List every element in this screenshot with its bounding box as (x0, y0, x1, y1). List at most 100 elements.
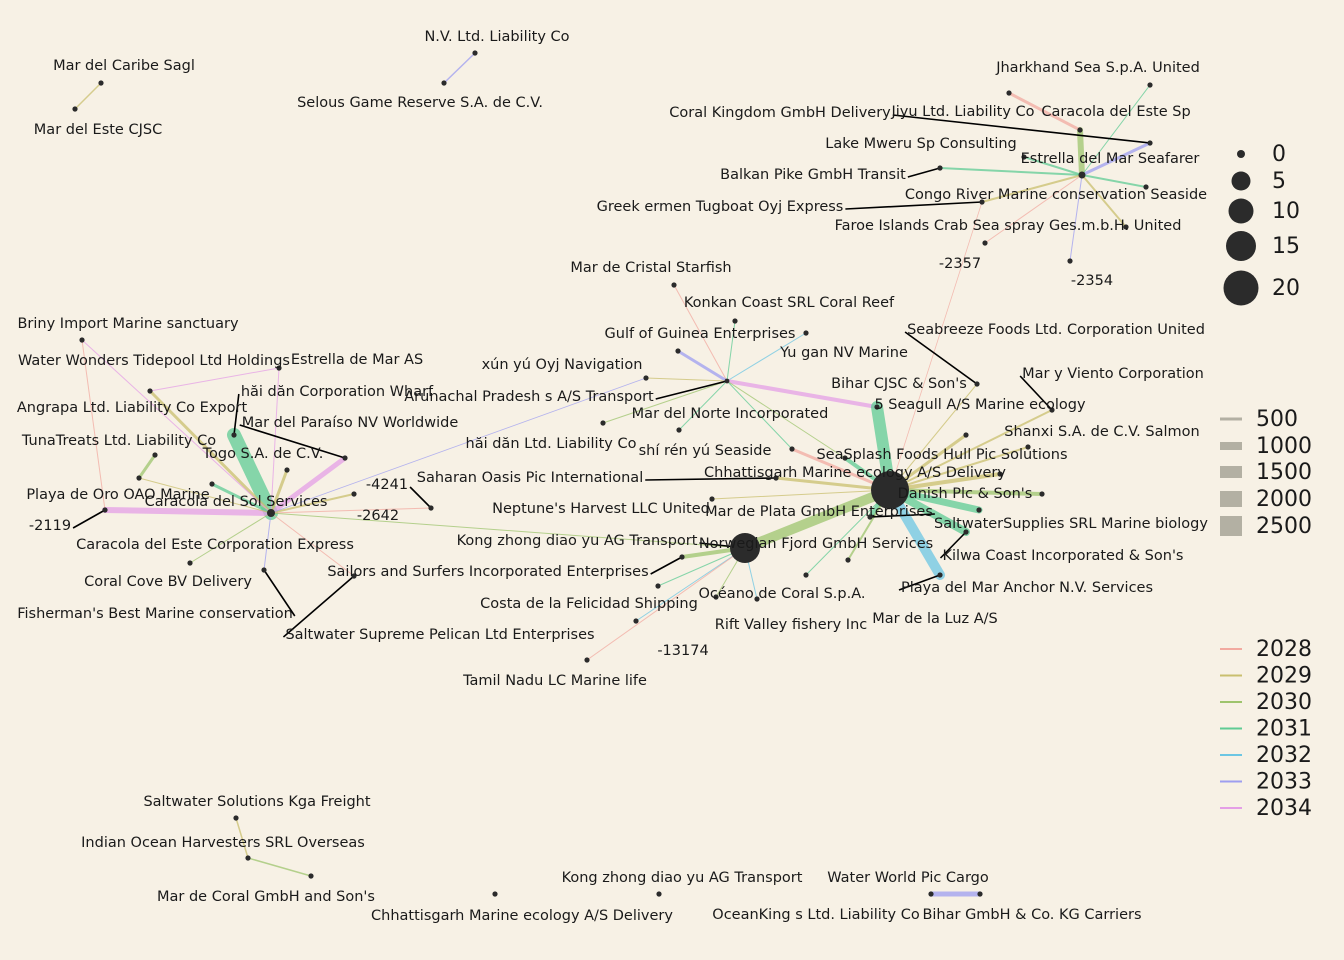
edge-2030-56 (189, 512, 272, 564)
node-label: SeaSplash Foods Hull Pic Solutions (816, 447, 1067, 463)
node-label: Kong zhong diao yu AG Transport (562, 870, 803, 886)
label-pointer (239, 424, 346, 459)
node-label: Playa del Mar Anchor N.V. Services (901, 580, 1153, 596)
node-t6 (937, 165, 943, 171)
node-label: Mar y Viento Corporation (1022, 366, 1204, 382)
node-label: Congo River Marine conservation Seaside (905, 187, 1207, 203)
node-t10 (982, 240, 988, 246)
node-label: Angrapa Ltd. Liability Co Export (17, 400, 248, 416)
node-m2 (732, 318, 738, 324)
node-m27 (754, 596, 760, 602)
edge-2031-14 (726, 320, 736, 382)
label-pointer (655, 380, 728, 400)
node-label: Greek ermen Tugboat Oyj Express (597, 199, 844, 215)
node-label: Saltwater Solutions Kga Freight (143, 794, 370, 810)
edge-2029-67 (235, 817, 249, 859)
edge-2034-60 (270, 367, 280, 514)
legend-size-label: 20 (1272, 276, 1300, 301)
node-label: Estrella de Mar AS (291, 352, 423, 368)
node-c12 (428, 505, 434, 511)
label-pointer (869, 513, 935, 518)
label-pointer (645, 477, 777, 481)
edge-2032-15 (726, 332, 807, 382)
edge-2029-17 (645, 377, 728, 382)
edge-2029-32 (711, 489, 891, 500)
label-pointer (904, 331, 978, 385)
node-a (871, 471, 909, 509)
node-label: Jiyu Ltd. Liability Co (890, 104, 1034, 120)
node-label: Lake Mweru Sp Consulting (825, 136, 1017, 152)
edge-2033-16 (676, 349, 729, 383)
label-pointer (409, 486, 432, 509)
node-m19 (976, 507, 982, 513)
node-label: Togo S.A. de C.V. (202, 446, 324, 462)
edge-2034-20 (725, 379, 879, 409)
edge-2031-21 (726, 380, 793, 450)
edge-2030-22 (726, 380, 846, 459)
node-label: Jharkhand Sea S.p.A. United (995, 60, 1200, 76)
edge-2033-1 (443, 52, 476, 84)
node-c14 (261, 567, 267, 573)
node-p1 (98, 80, 104, 86)
node-s2 (245, 855, 251, 861)
node-label: Kilwa Coast Incorporated & Son's (943, 548, 1184, 564)
label-pointer (650, 556, 683, 575)
node-label: -2357 (939, 256, 981, 272)
legend-weight-swatch (1220, 417, 1242, 421)
legend-size-dot (1231, 171, 1251, 191)
edge-2028-41 (889, 201, 983, 491)
node-s6 (928, 891, 934, 897)
node-label: -2119 (29, 518, 71, 534)
node-m25 (633, 618, 639, 624)
node-label: Bihar CJSC & Son's (831, 376, 967, 392)
node-m24 (845, 557, 851, 563)
node-c6 (152, 452, 158, 458)
node-m29 (937, 572, 943, 578)
node-label: hăi dăn Ltd. Liability Co (466, 436, 637, 452)
legend-size-dot (1228, 198, 1254, 224)
edge-2031-4 (1023, 156, 1083, 176)
node-label: 5 Seagull A/S Marine ecology (874, 397, 1085, 413)
node-label: Playa de Oro OAO Marine (26, 487, 209, 503)
node-m14 (842, 455, 848, 461)
edge-2029-61 (138, 477, 272, 514)
node-c (267, 509, 275, 517)
node-m22 (963, 529, 969, 535)
node-m18 (709, 496, 715, 502)
node-label: Kong zhong diao yu AG Transport (457, 533, 698, 549)
node-m11 (676, 427, 682, 433)
node-label: xún yú Oyj Navigation (482, 357, 643, 373)
node-c10 (351, 491, 357, 497)
legend-size-label: 5 (1272, 169, 1286, 194)
node-s7 (977, 891, 983, 897)
edge-2029-0 (74, 82, 102, 110)
node-label: Seabreeze Foods Ltd. Corporation United (907, 322, 1205, 338)
edge-2034-59 (81, 339, 272, 514)
node-c3 (147, 388, 153, 394)
node-c2 (276, 365, 282, 371)
node-s4 (492, 891, 498, 897)
node-label: Chhattisgarh Marine ecology A/S Delivery (371, 908, 673, 924)
edge-2028-47 (586, 547, 746, 661)
label-pointer (233, 393, 240, 436)
node-c13 (187, 560, 193, 566)
legend-size-label: 15 (1272, 234, 1300, 259)
edge-2030-62 (270, 512, 746, 549)
edge-2028-12 (984, 174, 1083, 244)
node-m17 (1039, 491, 1045, 497)
node-label: Shanxi S.A. de C.V. Salmon (1004, 424, 1199, 440)
label-pointer (1019, 375, 1053, 411)
node-m3 (803, 330, 809, 336)
label-pointer (939, 531, 967, 559)
edge-2031-52 (210, 482, 273, 515)
node-label: Briny Import Marine sanctuary (17, 316, 238, 332)
node-label: Selous Game Reserve S.A. de C.V. (297, 95, 543, 111)
node-p2 (72, 106, 78, 112)
edge-2028-65 (81, 339, 106, 511)
node-label: Sailors and Surfers Incorporated Enterpr… (327, 564, 648, 580)
edge-2028-10 (1007, 91, 1082, 132)
node-label: Costa de la Felicidad Shipping (480, 596, 698, 612)
edge-2030-63 (137, 453, 157, 480)
node-c5 (342, 455, 348, 461)
